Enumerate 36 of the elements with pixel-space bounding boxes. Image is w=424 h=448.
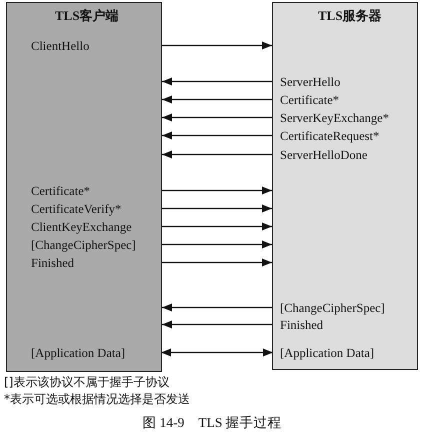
arrow xyxy=(162,222,272,230)
arrow xyxy=(162,96,273,104)
message-label: ServerKeyExchange* xyxy=(273,110,417,126)
arrow xyxy=(162,42,272,50)
panel-heading: TLS服务器 xyxy=(318,7,382,25)
message-label: Finished xyxy=(7,254,161,270)
note-text: []表示该协议不属于握手子协议 xyxy=(4,374,170,391)
message-label: ClientKeyExchange xyxy=(7,218,161,234)
message-label: [Application Data] xyxy=(273,344,417,360)
note-text: *表示可选或根据情况选择是否发送 xyxy=(4,391,190,408)
arrow xyxy=(162,258,272,266)
panel-heading: TLS客户端 xyxy=(55,7,119,25)
panel xyxy=(6,2,162,372)
message-label: [Application Data] xyxy=(7,344,161,360)
message-label: CertificateVerify* xyxy=(7,200,161,216)
arrow xyxy=(162,132,273,140)
arrow xyxy=(162,78,273,86)
message-label: ServerHello xyxy=(273,74,417,90)
arrow xyxy=(162,240,272,248)
message-label: Finished xyxy=(273,316,417,332)
arrow xyxy=(162,304,273,312)
message-label: ServerHelloDone xyxy=(273,146,417,162)
arrow xyxy=(161,348,273,356)
message-label: ClientHello xyxy=(7,38,161,54)
arrow xyxy=(162,114,273,122)
arrow xyxy=(162,204,272,212)
message-label: Certificate* xyxy=(273,92,417,108)
message-label: [ChangeCipherSpec] xyxy=(273,300,417,316)
panel xyxy=(272,2,418,370)
arrow xyxy=(162,320,273,328)
message-label: Certificate* xyxy=(7,182,161,198)
figure-caption: 图 14-9 TLS 握手过程 xyxy=(141,414,283,432)
arrow xyxy=(162,150,273,158)
message-label: [ChangeCipherSpec] xyxy=(7,236,161,252)
arrow xyxy=(162,186,272,194)
message-label: CertificateRequest* xyxy=(273,128,417,144)
